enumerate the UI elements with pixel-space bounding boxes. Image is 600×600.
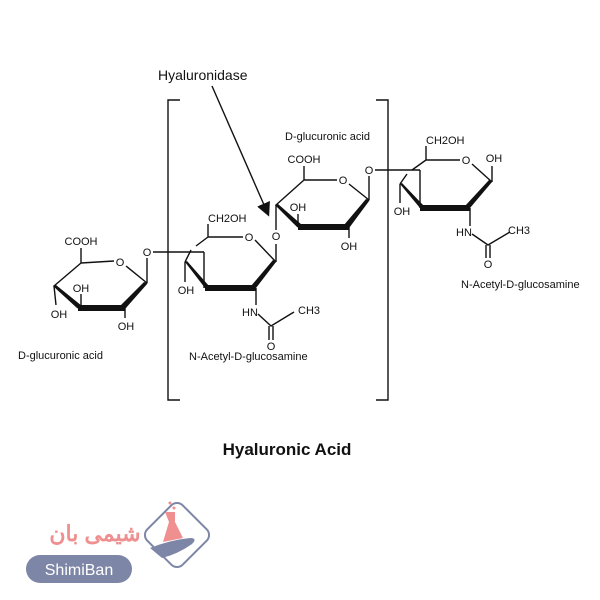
svg-text:ShimiBan: ShimiBan	[45, 562, 113, 579]
svg-text:OH: OH	[341, 241, 358, 253]
svg-text:O: O	[462, 155, 471, 167]
svg-text:OH: OH	[394, 206, 411, 218]
label-nag-1: N-Acetyl-D-glucosamine	[189, 351, 308, 363]
ring-nag-2: O CH2OH OH OH HN CH3 O N-Acetyl-D-glucos…	[394, 135, 580, 291]
enzyme-label: Hyaluronidase	[158, 67, 248, 83]
svg-text:CH3: CH3	[298, 305, 320, 317]
svg-text:O: O	[484, 259, 493, 271]
ring-glucuronic-1: O COOH OH OH OH O D-glucuronic acid	[18, 236, 204, 362]
ring-glucuronic-2: O COOH OH OH O D-glucuronic acid	[274, 131, 420, 253]
svg-text:CH3: CH3	[508, 225, 530, 237]
svg-text:OH: OH	[73, 283, 90, 295]
svg-text:COOH: COOH	[65, 236, 98, 248]
diagram-title: Hyaluronic Acid	[223, 440, 352, 459]
svg-text:OH: OH	[118, 321, 135, 333]
svg-text:COOH: COOH	[288, 154, 321, 166]
label-d-glucuronic-1: D-glucuronic acid	[18, 350, 103, 362]
label-d-glucuronic-2: D-glucuronic acid	[285, 131, 370, 143]
svg-text:OH: OH	[290, 202, 307, 214]
shimiban-logo: شیمی بان ShimiBan	[26, 501, 211, 583]
svg-text:O: O	[339, 175, 348, 187]
svg-text:O: O	[267, 341, 276, 353]
ring-nag-1: O CH2OH OH HN CH3 O O N-Acetyl-D-glucosa…	[178, 205, 320, 363]
svg-text:HN: HN	[242, 307, 258, 319]
svg-text:O: O	[245, 232, 254, 244]
svg-text:شیمی بان: شیمی بان	[49, 521, 140, 546]
svg-text:O: O	[143, 247, 152, 259]
label-nag-2: N-Acetyl-D-glucosamine	[461, 279, 580, 291]
svg-text:O: O	[116, 257, 125, 269]
cleavage-arrow	[211, 85, 270, 217]
svg-text:OH: OH	[51, 309, 68, 321]
svg-text:HN: HN	[456, 227, 472, 239]
left-bracket	[167, 99, 180, 401]
svg-text:CH2OH: CH2OH	[426, 135, 465, 147]
svg-text:OH: OH	[486, 153, 503, 165]
svg-text:O: O	[272, 231, 281, 243]
svg-text:CH2OH: CH2OH	[208, 213, 247, 225]
svg-text:O: O	[365, 165, 374, 177]
svg-text:OH: OH	[178, 285, 195, 297]
right-bracket	[376, 99, 389, 401]
